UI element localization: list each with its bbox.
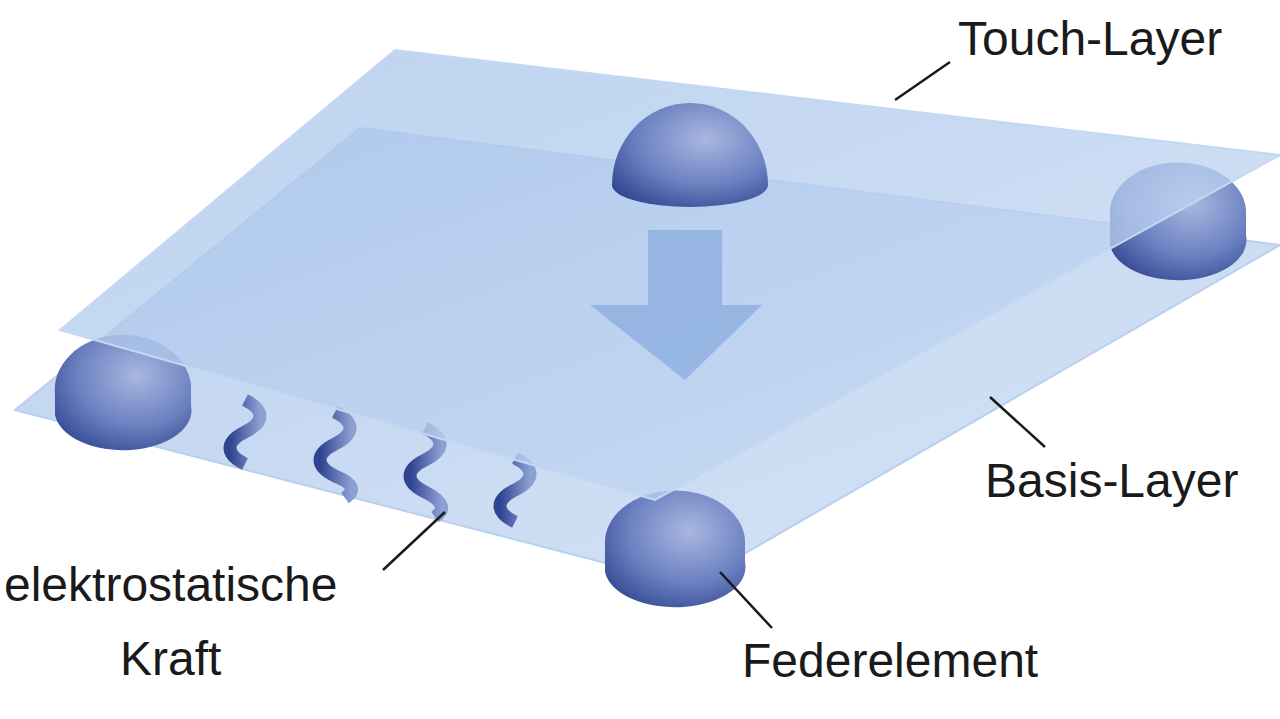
part-label: Federelement (742, 632, 1038, 690)
layer-label: Touch-Layer (958, 10, 1222, 68)
touch-layer (60, 50, 1280, 500)
touch-dome (612, 103, 768, 207)
layer-label: Basis-Layer (985, 452, 1238, 510)
force-label: elektrostatische Kraft (4, 548, 338, 697)
spring-element (605, 490, 746, 607)
leader-lines (383, 62, 1045, 628)
press-arrow (590, 230, 762, 380)
